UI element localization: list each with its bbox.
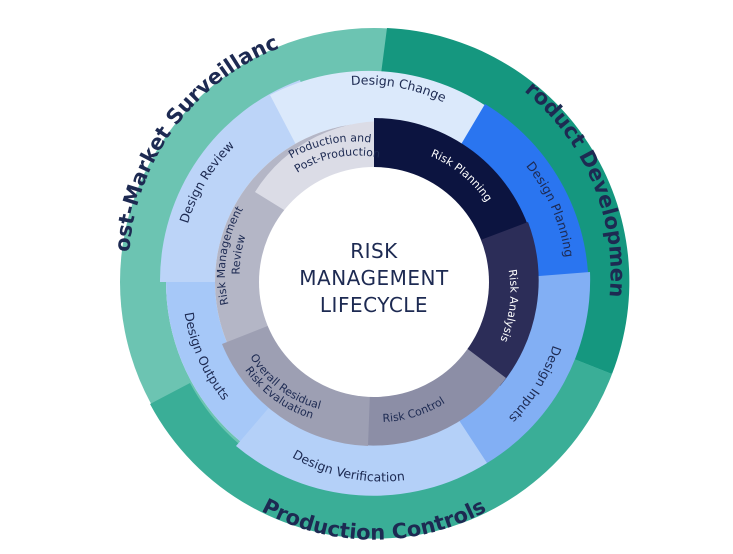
center-line-1: RISK xyxy=(350,239,398,263)
inner-ring-hole xyxy=(259,167,489,397)
risk-planning-segment xyxy=(374,118,532,260)
overall-segment xyxy=(222,314,371,446)
design-inputs-segment xyxy=(444,272,591,466)
risk-control-segment xyxy=(350,328,506,446)
center-line-2: MANAGEMENT xyxy=(299,266,449,290)
production-controls-segment xyxy=(150,357,612,539)
design-planning-segment xyxy=(447,104,589,302)
product-development-segment xyxy=(381,28,630,374)
center-line-3: LIFECYCLE xyxy=(320,293,428,317)
ppp-segment xyxy=(255,121,398,226)
design-review-segment xyxy=(159,80,322,282)
